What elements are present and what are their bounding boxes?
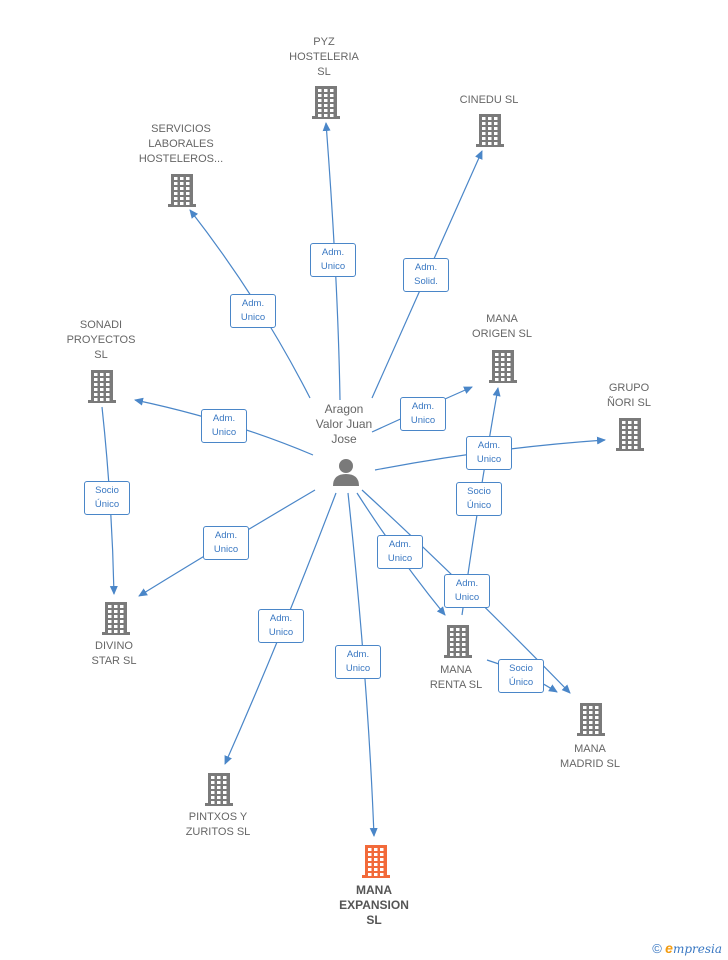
- building-icon-mana_expansion[interactable]: [362, 845, 390, 878]
- relation-label-sonadi-divino[interactable]: Socio Único: [84, 481, 130, 515]
- building-icon-servicios[interactable]: [168, 174, 196, 207]
- person-icon[interactable]: [333, 459, 359, 486]
- company-name-mana_renta[interactable]: MANA RENTA SL: [429, 664, 483, 691]
- relation-label-center-mana_expansion[interactable]: Adm. Unico: [335, 645, 381, 679]
- relation-label-center-mana_madrid[interactable]: Adm. Unico: [444, 574, 490, 608]
- relation-label-center-servicios[interactable]: Adm. Unico: [230, 294, 276, 328]
- building-icon-cinedu[interactable]: [476, 114, 504, 147]
- building-icon-divino[interactable]: [102, 602, 130, 635]
- company-name-sonadi[interactable]: SONADI PROYECTOS SL: [66, 318, 136, 361]
- company-name-divino[interactable]: DIVINO STAR SL: [91, 640, 137, 667]
- company-name-grupo_nori[interactable]: GRUPO ÑORI SL: [606, 382, 651, 409]
- building-icon-pintxos[interactable]: [205, 773, 233, 806]
- company-name-pintxos[interactable]: PINTXOS Y ZURITOS SL: [185, 811, 251, 838]
- relation-label-center-cinedu[interactable]: Adm. Solid.: [403, 258, 449, 292]
- building-icon-pyz[interactable]: [312, 86, 340, 119]
- relation-label-mana_renta-mana_origen[interactable]: Socio Único: [456, 482, 502, 516]
- relation-label-center-grupo_nori[interactable]: Adm. Unico: [466, 436, 512, 470]
- person-name[interactable]: Aragon Valor Juan Jose: [315, 402, 373, 446]
- relation-label-center-mana_renta[interactable]: Adm. Unico: [377, 535, 423, 569]
- relation-label-center-divino[interactable]: Adm. Unico: [203, 526, 249, 560]
- building-icon-sonadi[interactable]: [88, 370, 116, 403]
- company-name-mana_origen[interactable]: MANA ORIGEN SL: [472, 313, 532, 340]
- building-icon-mana_origen[interactable]: [489, 350, 517, 383]
- building-icon-mana_renta[interactable]: [444, 625, 472, 658]
- relation-label-center-sonadi[interactable]: Adm. Unico: [201, 409, 247, 443]
- relation-label-center-pintxos[interactable]: Adm. Unico: [258, 609, 304, 643]
- relation-label-center-pyz[interactable]: Adm. Unico: [310, 243, 356, 277]
- company-name-cinedu[interactable]: CINEDU SL: [459, 93, 519, 106]
- relation-label-mana_renta-mana_madrid[interactable]: Socio Único: [498, 659, 544, 693]
- company-name-servicios[interactable]: SERVICIOS LABORALES HOSTELEROS...: [138, 122, 224, 165]
- company-name-mana_expansion[interactable]: MANA EXPANSION SL: [339, 882, 409, 927]
- relation-label-center-mana_origen[interactable]: Adm. Unico: [400, 397, 446, 431]
- building-icon-grupo_nori[interactable]: [616, 418, 644, 451]
- empresia-logo: © empresia: [652, 940, 722, 956]
- company-name-mana_madrid[interactable]: MANA MADRID SL: [560, 743, 620, 770]
- company-name-pyz[interactable]: PYZ HOSTELERIA SL: [289, 35, 359, 78]
- building-icon-mana_madrid[interactable]: [577, 703, 605, 736]
